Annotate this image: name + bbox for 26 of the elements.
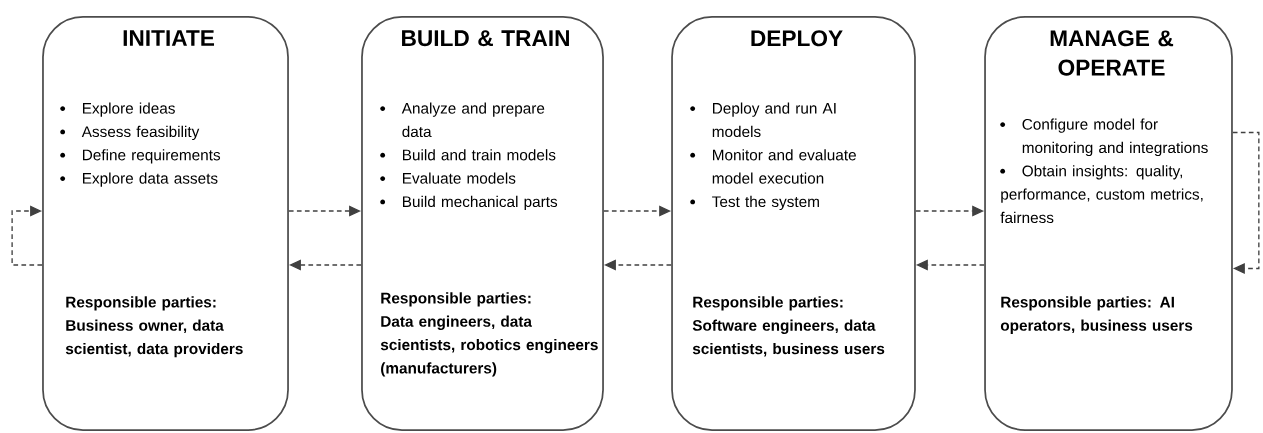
bullet-list: Explore ideas Assess feasibility Define requirements Explore data assets [60,102,221,187]
node-label: Explore ideas [83,102,175,117]
responsible-parties: Responsible parties: Data engineers, data scientists, robotics engineers (manufacturers) [380,292,598,377]
responsible-parties: Responsible parties: Software engineers, data scientists, business users [692,296,885,357]
stage-title: DEPLOY [751,30,843,47]
arrow [1232,131,1260,274]
stage-box [671,16,916,431]
stage-title: INITIATE [123,30,214,46]
stage-title: BUILD & TRAIN [402,30,569,47]
arrow [11,205,43,266]
node-label: Explore data assets [83,172,218,187]
node-label: Analyze and prepare data [401,102,545,138]
node-label: Build mechanical parts [403,195,558,211]
stage-box [984,16,1233,431]
node-label: Build and train models [403,149,556,161]
bullet-list: Configure model for monitoring and integrations Obtain insights: quality, performance, custom metrics, fairness [1000,118,1208,224]
bullet-list: Deploy and run AI models Monitor and evaluate model execution Test the system [690,102,856,211]
stage-box [42,16,289,431]
responsible-parties: Responsible parties: Business owner, data scientist, data providers [65,296,243,358]
stage-title: MANAGE & OPERATE [1050,30,1174,76]
node-label: Define requirements [83,149,221,164]
stage-box [361,16,604,431]
node-label: Assess feasibility [81,125,200,141]
node-label: Evaluate models [403,172,516,184]
bullet-list: Analyze and prepare data Build and train models Evaluate models Build mechanical parts [380,102,558,211]
responsible-parties: Responsible parties: AI operators, business users [1000,296,1193,334]
